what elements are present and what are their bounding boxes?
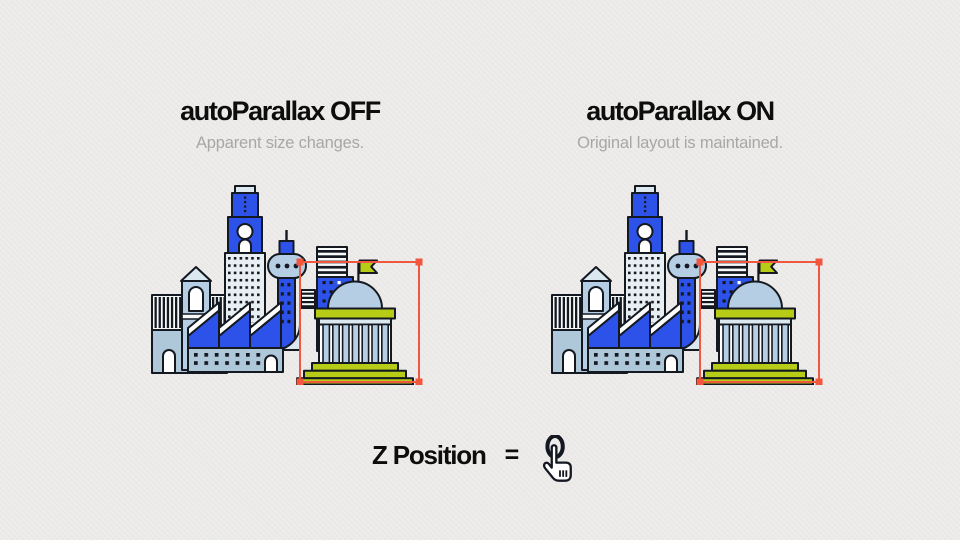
z-position-caption: Z Position = <box>372 429 576 482</box>
drag-hand-icon <box>543 435 573 482</box>
panel-title-off: autoParallax OFF <box>180 96 381 126</box>
panel-subtitle-off: Apparent size changes. <box>195 134 365 153</box>
z-position-label: Z Position <box>372 439 487 470</box>
cityscape-illustration-on <box>548 180 828 385</box>
panel-autoparallax-off: autoParallax OFF Apparent size changes. <box>60 97 500 153</box>
panel-title-on: autoParallax ON <box>586 96 775 126</box>
panel-subtitle-on: Original layout is maintained. <box>577 134 783 153</box>
equals-sign: = <box>504 440 520 469</box>
cityscape-illustration-off <box>148 180 428 385</box>
panel-autoparallax-on: autoParallax ON Original layout is maint… <box>460 97 900 153</box>
